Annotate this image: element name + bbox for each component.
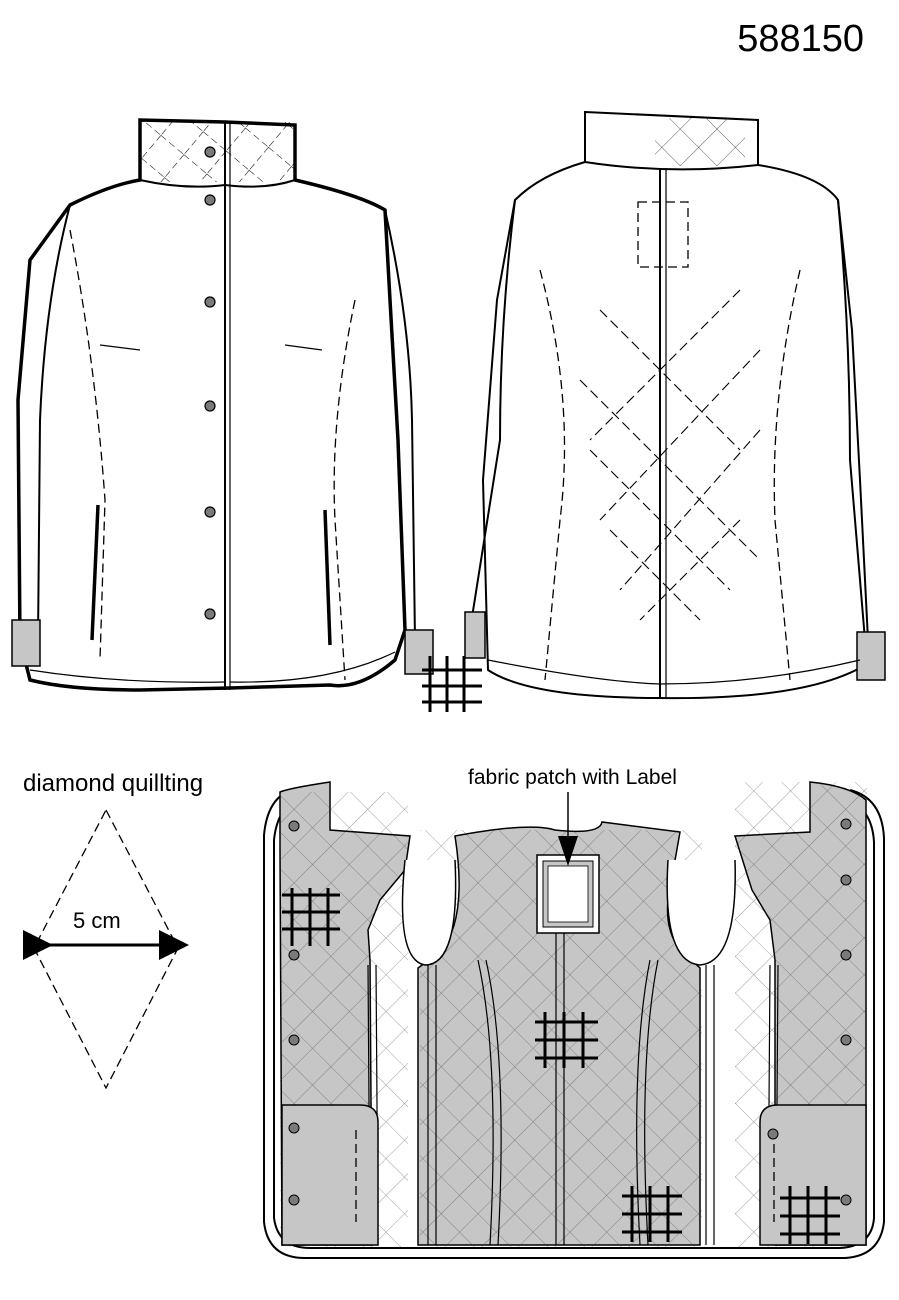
patch-callout-label: fabric patch with Label [468, 766, 677, 789]
lining-grid-swatches [282, 888, 840, 1244]
fabric-patch [536, 792, 600, 934]
style-number: 588150 [737, 18, 864, 60]
grid-swatch [422, 656, 482, 712]
diamond-quilting-detail [23, 808, 189, 1090]
lining-layout [263, 781, 885, 1259]
quilting-size-label: 5 cm [73, 908, 121, 933]
jacket-front-view [11, 118, 434, 692]
quilting-title: diamond quillting [23, 770, 204, 797]
jacket-back-view [464, 110, 886, 700]
